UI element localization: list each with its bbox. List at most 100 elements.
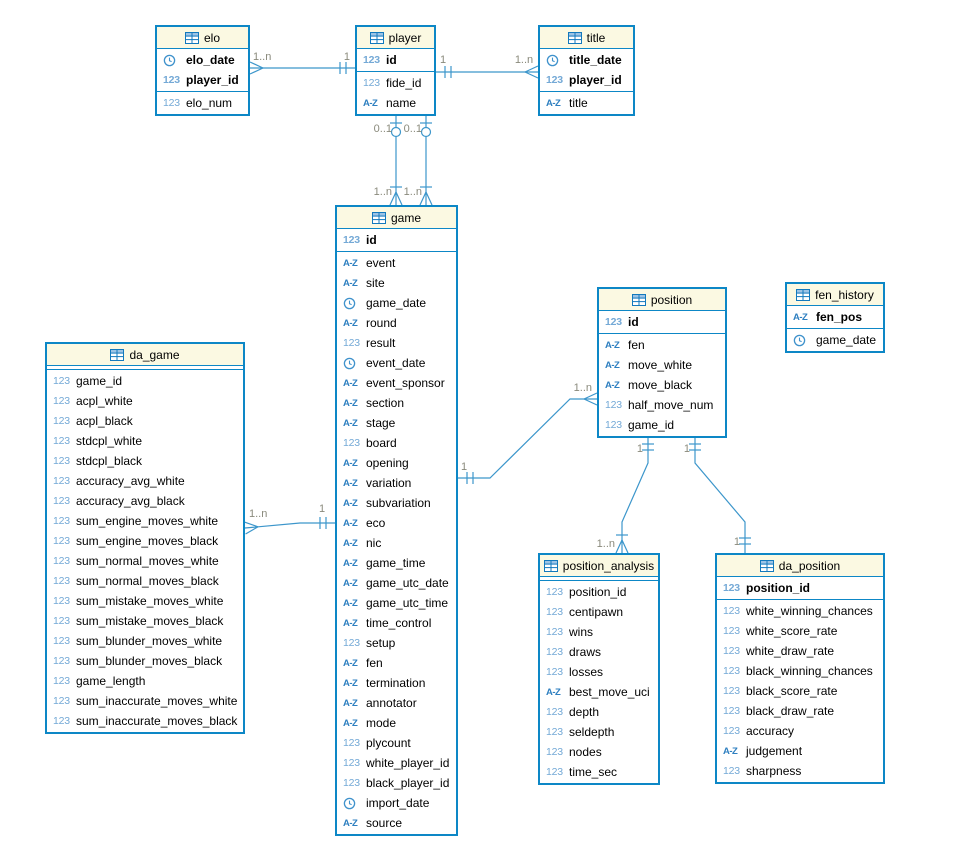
entity-header[interactable]: fen_history [787,284,883,306]
column-title_date[interactable]: title_date [540,50,633,70]
entity-header[interactable]: elo [157,27,248,49]
entity-header[interactable]: game [337,207,456,229]
entity-header[interactable]: da_position [717,555,883,577]
entity-header[interactable]: da_game [47,344,243,366]
entity-header[interactable]: position_analysis [540,555,658,577]
relationship-player-game[interactable]: 0..11..n [374,115,403,206]
entity-header[interactable]: position [599,289,725,311]
column-elo_date[interactable]: elo_date [157,50,248,70]
column-event_date[interactable]: event_date [337,353,456,373]
column-game_date[interactable]: game_date [787,330,883,350]
relationship-position-position_analysis[interactable]: 11..n [597,435,654,554]
entity-header[interactable]: title [540,27,633,49]
entity-header[interactable]: player [357,27,434,49]
relationship-position-da_position[interactable]: 11 [684,435,751,553]
column-import_date[interactable]: import_date [337,793,456,813]
column-game_date[interactable]: game_date [337,293,456,313]
relationship-game-position[interactable]: 11..n [458,382,598,484]
